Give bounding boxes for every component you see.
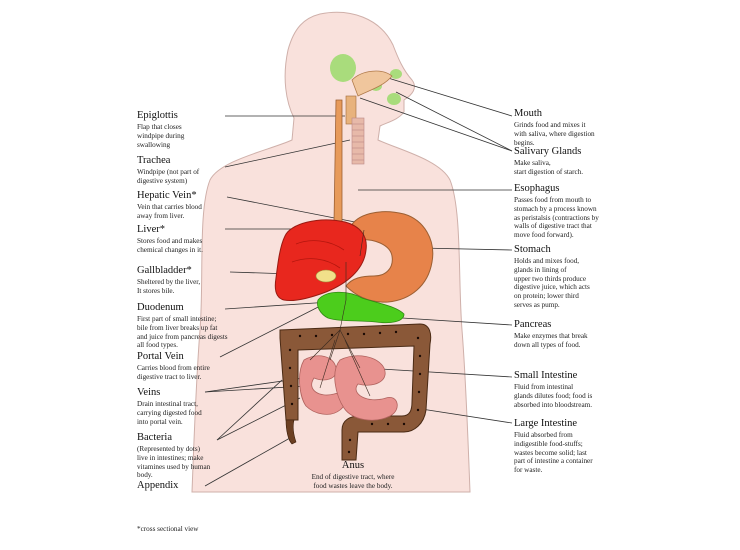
hepatic-vein-desc: Vein that carries blood away from liver.: [137, 203, 202, 220]
label-small-intestine: Small Intestine Fluid from intestinal gl…: [514, 370, 592, 409]
small-intestine-desc: Fluid from intestinal glands dilutes foo…: [514, 383, 593, 409]
salivary-gland-low: [387, 93, 401, 105]
bacteria-desc: (Represented by dots) live in intestines…: [137, 445, 211, 480]
label-liver: Liver* Stores food and makes chemical ch…: [137, 224, 203, 255]
trachea-desc: Windpipe (not part of digestive system): [137, 168, 200, 185]
hepatic-vein-title: Hepatic Vein*: [137, 190, 197, 201]
pancreas-title: Pancreas: [514, 319, 552, 330]
label-mouth: Mouth Grinds food and mixes it with sali…: [514, 108, 595, 147]
label-veins: Veins Drain intestinal tract, carrying d…: [137, 387, 202, 426]
gallbladder-organ: [315, 269, 337, 283]
esophagus-desc: Passes food from mouth to stomach by a p…: [514, 196, 599, 240]
anus-desc: End of digestive tract, where food waste…: [311, 473, 395, 490]
pharynx: [345, 95, 357, 125]
liver-organ: [274, 219, 367, 301]
label-esophagus: Esophagus Passes food from mouth to stom…: [514, 183, 599, 240]
small-intestine-organ: [299, 355, 398, 421]
gallbladder-desc: Sheltered by the liver, It stores bile.: [137, 278, 201, 295]
pancreas-organ: [317, 291, 405, 324]
salivary-glands-desc: Make saliva, start digestion of starch.: [514, 159, 584, 176]
veins-title: Veins: [137, 387, 161, 398]
leader-lines-right: [358, 77, 513, 424]
liver-title: Liver*: [137, 224, 165, 235]
anus-title: Anus: [341, 460, 365, 471]
trachea-title: Trachea: [137, 155, 171, 166]
label-pancreas: Pancreas Make enzymes that break down al…: [514, 319, 588, 350]
stomach-title: Stomach: [514, 244, 551, 255]
mouth-cavity: [351, 70, 393, 97]
stomach-desc: Holds and mixes food, glands in lining o…: [514, 257, 590, 309]
mouth-desc: Grinds food and mixes it with saliva, wh…: [514, 121, 595, 147]
salivary-glands-title: Salivary Glands: [514, 146, 582, 157]
salivary-gland-parotid: [330, 54, 356, 82]
label-bacteria: Bacteria (Represented by dots) live in i…: [137, 432, 210, 480]
label-portal-vein: Portal Vein Carries blood from entire di…: [137, 351, 210, 382]
epiglottis-title: Epiglottis: [137, 110, 178, 121]
large-intestine-title: Large Intestine: [514, 418, 578, 429]
esophagus-title: Esophagus: [514, 183, 560, 194]
portal-vein-desc: Carries blood from entire digestive trac…: [137, 364, 210, 381]
label-trachea: Trachea Windpipe (not part of digestive …: [137, 155, 199, 186]
pancreas-desc: Make enzymes that break down all types o…: [514, 332, 588, 349]
gallbladder-title: Gallbladder*: [137, 265, 192, 276]
small-intestine-title: Small Intestine: [514, 370, 578, 381]
portal-vein-title: Portal Vein: [137, 351, 184, 362]
footnote: *cross sectional view: [137, 525, 199, 533]
epiglottis-desc: Flap that closes windpipe during swallow…: [137, 123, 185, 149]
appendix-title: Appendix: [137, 480, 179, 491]
mouth-title: Mouth: [514, 108, 543, 119]
duodenum-title: Duodenum: [137, 302, 184, 313]
label-hepatic-vein: Hepatic Vein* Vein that carries blood aw…: [137, 190, 202, 221]
label-salivary-glands: Salivary Glands Make saliva, start diges…: [514, 146, 583, 177]
large-intestine-organ: [279, 323, 432, 461]
label-large-intestine: Large Intestine Fluid absorbed from indi…: [514, 418, 593, 475]
label-duodenum: Duodenum First part of small intestine; …: [137, 302, 228, 350]
bacteria-dots: [288, 330, 422, 454]
veins-organ: [309, 229, 371, 397]
appendix-organ: [285, 419, 297, 445]
salivary-gland-sub: [390, 69, 402, 79]
bacteria-title: Bacteria: [137, 432, 172, 443]
large-intestine-desc: Fluid absorbed from indigestible food-st…: [514, 431, 593, 475]
duodenum-desc: First part of small intestine; bile from…: [137, 315, 228, 350]
label-appendix: Appendix: [137, 480, 178, 491]
label-stomach: Stomach Holds and mixes food, glands in …: [514, 244, 590, 310]
trachea-organ: [351, 117, 365, 165]
label-gallbladder: Gallbladder* Sheltered by the liver, It …: [137, 265, 200, 296]
label-epiglottis: Epiglottis Flap that closes windpipe dur…: [137, 110, 184, 149]
label-anus: Anus End of digestive tract, where food …: [288, 460, 418, 491]
veins-desc: Drain intestinal tract, carrying digeste…: [137, 400, 202, 426]
liver-desc: Stores food and makes chemical changes i…: [137, 237, 203, 254]
